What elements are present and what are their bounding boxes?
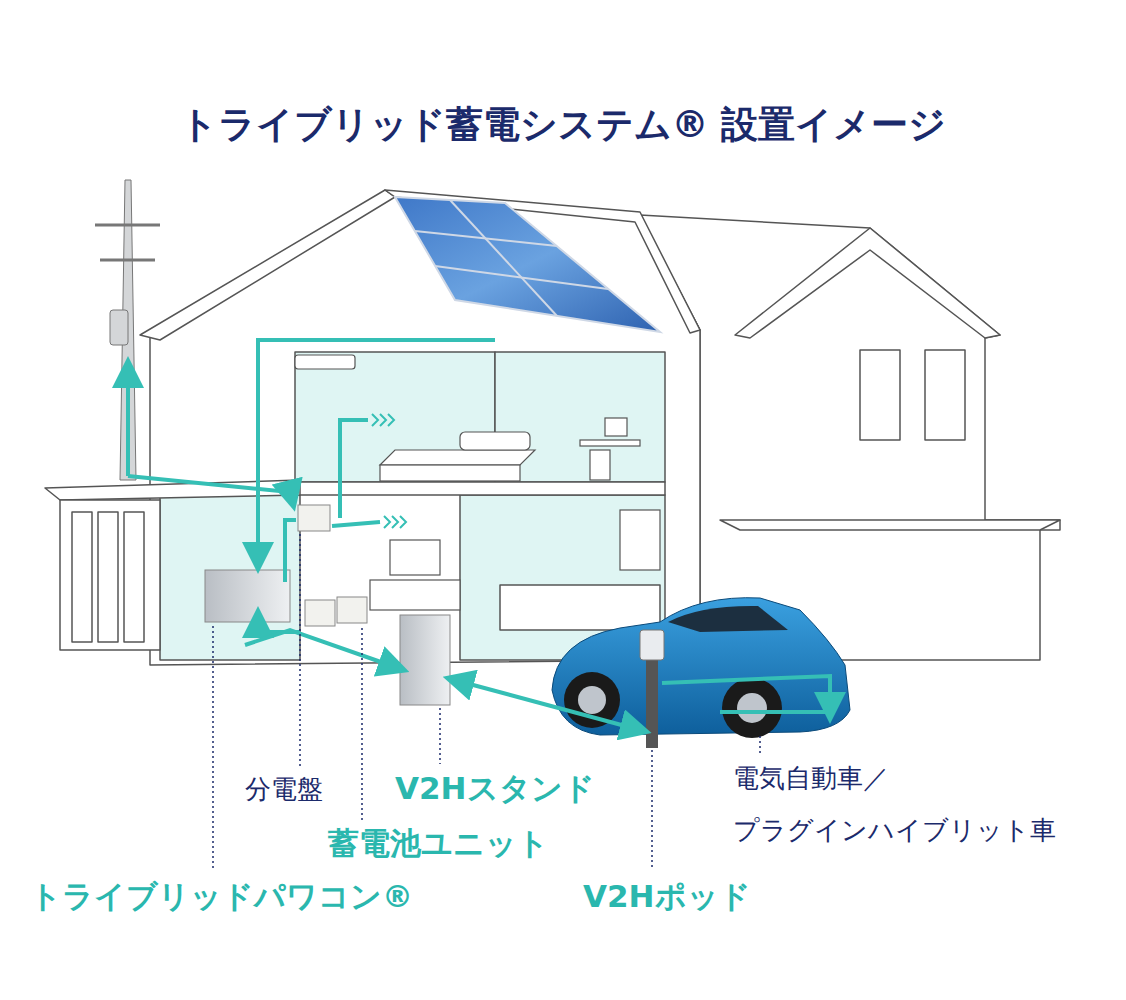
flow-chevrons — [372, 414, 394, 426]
power-flow — [720, 710, 828, 714]
utility-pole — [95, 180, 160, 480]
furniture — [380, 465, 520, 481]
house-outline — [385, 190, 700, 333]
part-label: トライブリッドパワコン® — [30, 876, 413, 918]
leader-lines — [299, 534, 301, 768]
power-flow — [285, 520, 296, 582]
leader-lines — [361, 628, 363, 820]
utility-pole — [110, 310, 128, 345]
furniture — [380, 450, 535, 465]
power-flow — [128, 476, 292, 500]
power-flow — [126, 368, 130, 476]
devices — [305, 600, 335, 626]
part-label: V2Hスタンド — [395, 768, 595, 810]
power-flow — [332, 522, 380, 526]
house-outline — [640, 215, 1060, 660]
house-outline — [45, 190, 1060, 665]
house-outline — [140, 190, 395, 340]
house-outline — [124, 512, 144, 642]
solar-panel — [395, 197, 660, 332]
furniture — [580, 440, 640, 446]
house-outline — [98, 512, 118, 642]
power-flow — [258, 340, 495, 562]
house-outline — [60, 500, 160, 650]
furniture — [295, 355, 660, 610]
car — [722, 678, 782, 738]
devices — [337, 597, 367, 623]
furniture — [590, 450, 610, 480]
furniture — [620, 510, 660, 570]
diagram-title: トライブリッド蓄電システム® 設置イメージ — [0, 100, 1126, 150]
house-outline — [500, 585, 660, 630]
leader-lines — [439, 708, 441, 764]
leader-lines — [212, 626, 214, 868]
part-label: 分電盤 — [245, 772, 323, 807]
house-outline — [925, 350, 965, 440]
leader-lines — [213, 534, 760, 870]
leader-lines — [651, 750, 653, 870]
car — [564, 672, 620, 728]
v2h-pod — [640, 630, 664, 748]
house-outline — [72, 512, 92, 642]
power-flow — [340, 420, 368, 518]
power-flow — [128, 340, 830, 730]
furniture — [295, 355, 355, 369]
devices — [400, 615, 450, 705]
devices — [298, 505, 330, 531]
devices — [205, 505, 450, 705]
furniture — [390, 540, 440, 575]
furniture — [460, 432, 530, 450]
flow-chevrons — [372, 414, 406, 528]
house-outline — [720, 520, 1060, 530]
power-flow — [462, 682, 640, 730]
utility-pole — [95, 224, 160, 227]
car — [552, 598, 850, 735]
utility-pole — [100, 259, 155, 262]
car — [668, 606, 788, 632]
car — [737, 693, 767, 723]
leader-lines — [759, 736, 761, 756]
furniture — [370, 580, 460, 610]
house-outline — [860, 350, 900, 440]
part-label: 電気自動車／ プラグインハイブリット車 — [733, 752, 1113, 856]
solar-panel — [450, 200, 557, 316]
car — [578, 686, 606, 714]
flow-chevrons — [384, 516, 406, 528]
house-outline — [150, 195, 700, 665]
part-label: V2Hポッド — [583, 876, 751, 918]
power-flow — [662, 676, 830, 712]
house-outline — [290, 482, 665, 495]
solar-panel — [395, 197, 660, 332]
furniture — [605, 418, 627, 436]
part-label: 蓄電池ユニット — [328, 823, 549, 865]
v2h-pod — [640, 630, 664, 660]
power-flow — [245, 630, 398, 668]
devices — [205, 570, 290, 622]
house-outline — [735, 228, 1000, 338]
v2h-pod — [646, 650, 658, 748]
